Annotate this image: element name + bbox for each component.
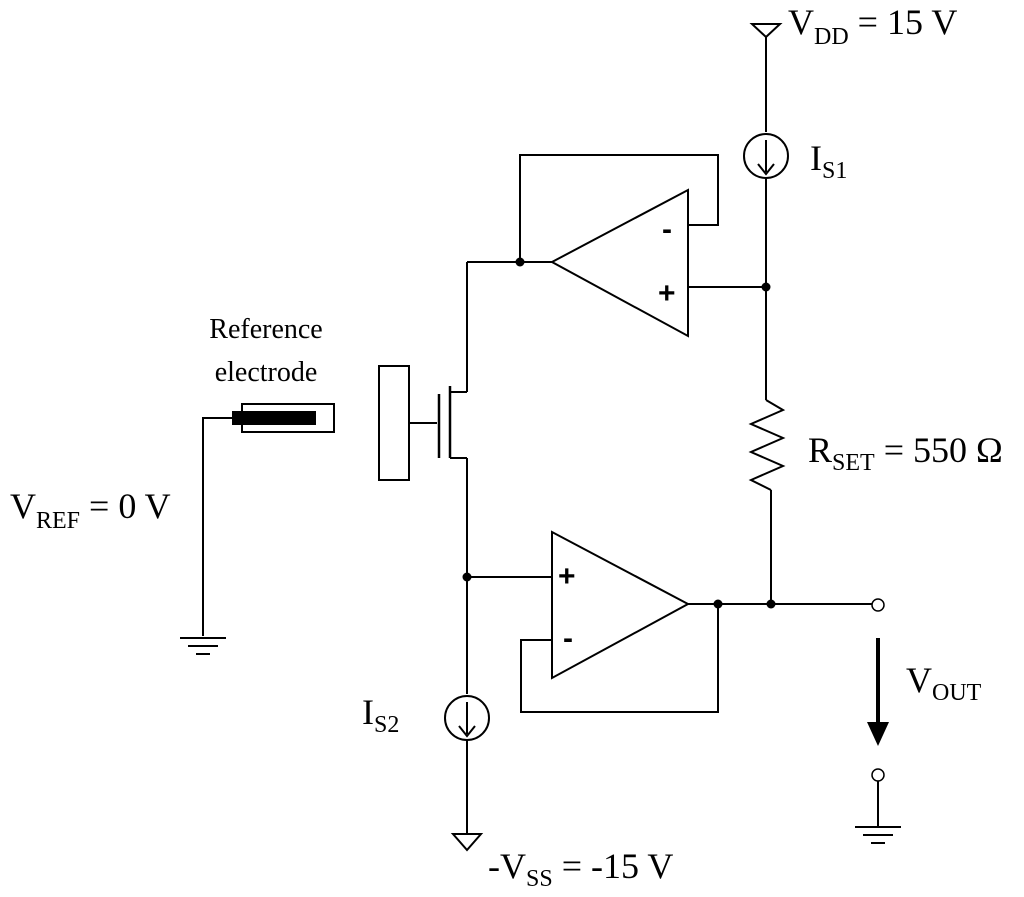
junction-dot [761, 282, 771, 292]
opamp-top-plus: + [658, 277, 676, 310]
current-source-is1: IS1 [743, 133, 847, 184]
rset-label: RSET = 550 Ω [808, 430, 1003, 476]
ground-symbol-ref [180, 637, 226, 655]
vout-label: VOUT [906, 660, 982, 706]
current-source-is2: IS2 [362, 692, 490, 834]
electrode-label-line2: electrode [215, 357, 318, 388]
feedback-wire-bottom [520, 604, 719, 713]
output-ground-terminal [871, 768, 885, 782]
junction-dot [515, 257, 525, 267]
junction-dot [766, 599, 776, 609]
vss-label: -VSS = -15 V [488, 846, 673, 892]
opamp-top: - + [549, 188, 689, 338]
vss-supply: -VSS = -15 V [450, 833, 673, 892]
feedback-wire-top [519, 154, 719, 262]
junction-dot [462, 572, 472, 582]
vout-arrow [867, 638, 889, 746]
opamp-bottom: + - [551, 530, 691, 680]
vref-label: VREF = 0 V [10, 486, 171, 534]
is1-label: IS1 [810, 138, 847, 184]
opamp-top-minus: - [662, 213, 672, 246]
electrode-label-line1: Reference [209, 314, 322, 345]
opamp-bottom-minus: - [563, 622, 573, 655]
isfet-transistor [378, 262, 468, 694]
output-terminal [871, 598, 885, 612]
reference-electrode: Reference electrode [202, 314, 335, 636]
is2-label: IS2 [362, 692, 399, 738]
opamp-bottom-plus: + [558, 560, 576, 593]
vdd-supply: VDD = 15 V [749, 2, 957, 132]
resistor-rset: RSET = 550 Ω [748, 399, 1003, 604]
junction-dot [713, 599, 723, 609]
ground-symbol-out [855, 826, 901, 844]
vdd-label: VDD = 15 V [788, 2, 957, 50]
